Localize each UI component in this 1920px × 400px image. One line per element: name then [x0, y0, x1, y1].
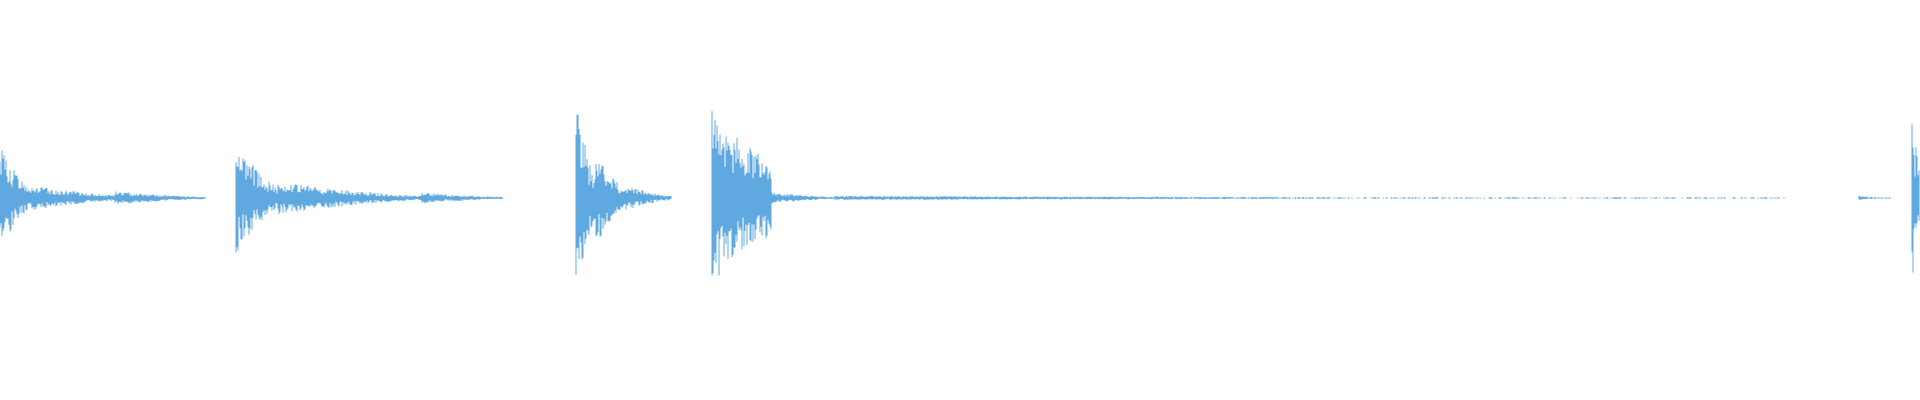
waveform-segment-7	[594, 163, 624, 237]
waveform-segment-2	[114, 191, 206, 204]
waveform-segment-9	[711, 111, 772, 276]
waveform-segment-1	[26, 187, 115, 211]
waveform-segment-5	[421, 193, 503, 204]
waveform-segment-8	[623, 188, 672, 210]
waveform-segment-3	[235, 156, 278, 253]
waveform-segment-10	[771, 192, 835, 204]
waveform-segment-12	[1858, 195, 1891, 200]
waveform-segment-4	[277, 184, 422, 214]
waveform-segment-6	[575, 114, 595, 276]
waveform-segment-11	[834, 195, 1785, 201]
waveform-segment-13	[1911, 124, 1920, 273]
waveform-segment-0	[0, 150, 27, 237]
